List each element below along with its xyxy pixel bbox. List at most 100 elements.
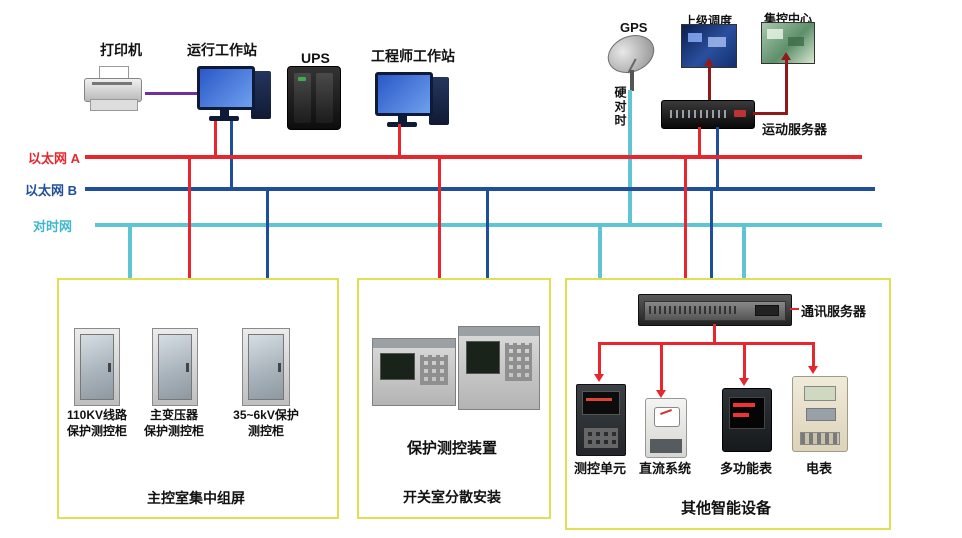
uplink-line-central-control-horizontal xyxy=(753,112,788,115)
meter-terminals xyxy=(800,432,840,445)
drop-dc-system xyxy=(660,342,663,390)
arrow-energy-meter xyxy=(808,366,818,374)
telecontrol-server-label: 运动服务器 xyxy=(762,122,828,137)
left-box-caption: 主控室集中组屏 xyxy=(147,490,245,506)
cabinet-handle xyxy=(278,363,281,372)
dc-system-label: 直流系统 xyxy=(638,461,691,476)
display-digits xyxy=(733,403,755,407)
drop-multifunction-meter xyxy=(743,342,746,380)
comm-server-downlink xyxy=(713,324,716,344)
engineer-ws-drop-ethernet-a xyxy=(398,124,401,156)
monitor-neck xyxy=(220,109,229,116)
gps-pole xyxy=(630,70,634,91)
ethernet-b-bus-label: 以太网 B xyxy=(25,183,78,198)
protection-device-icon xyxy=(372,338,456,406)
ups-led xyxy=(298,77,306,81)
uplink-arrow-superior-dispatch xyxy=(704,58,714,66)
uplink-line-superior-dispatch xyxy=(708,66,711,100)
photo-detail xyxy=(767,29,783,39)
device-buttons xyxy=(584,428,618,448)
middle-box-drop-ethernet-a xyxy=(438,159,441,278)
cabinet-35-6kv-icon xyxy=(242,328,290,406)
device-top-strip xyxy=(373,339,455,348)
rack-led xyxy=(734,110,746,117)
server-port xyxy=(755,305,779,316)
printer-cable-line xyxy=(145,92,197,95)
cabinet-110kv-label: 110KV线路 保护测控柜 xyxy=(66,408,128,438)
comm-server-icon xyxy=(638,294,792,326)
device-distribution-bus xyxy=(598,342,815,345)
ethernet-b-bus-line xyxy=(85,187,875,191)
operator-ws-drop-ethernet-a xyxy=(214,121,217,156)
comm-server-label: 通讯服务器 xyxy=(801,304,867,319)
cabinet-transformer-label: 主变压器 保护测控柜 xyxy=(143,408,204,438)
pc-tower-icon xyxy=(429,77,449,125)
operator-workstation-icon xyxy=(197,66,271,124)
drop-energy-meter xyxy=(812,342,815,368)
arrow-measuring-unit xyxy=(594,374,604,382)
cabinet-transformer-icon xyxy=(152,328,198,406)
left-box-drop-time-net xyxy=(128,227,132,278)
printer-slot xyxy=(92,82,132,85)
photo-detail xyxy=(788,37,804,46)
uplink-arrow-central-control xyxy=(781,52,791,60)
operator-ws-drop-ethernet-b xyxy=(230,121,233,188)
ups-label: UPS xyxy=(301,50,330,66)
measuring-unit-icon xyxy=(576,384,626,456)
photo-detail xyxy=(708,37,726,47)
printer-label: 打印机 xyxy=(100,42,142,58)
dc-system-icon xyxy=(645,398,687,458)
device-screen xyxy=(380,353,415,381)
gps-antenna-icon xyxy=(602,28,660,92)
monitor-base xyxy=(387,122,417,127)
monitor-neck xyxy=(398,115,407,122)
cabinet-35-6kv-label: 35~6kV保护 测控柜 xyxy=(233,408,299,438)
middle-box-caption: 开关室分散安装 xyxy=(403,489,501,505)
display-digits xyxy=(733,413,749,417)
multifunction-meter-icon xyxy=(722,388,772,452)
telecontrol-server-drop-ethernet-a xyxy=(698,127,701,156)
printer-tray xyxy=(90,99,138,111)
measuring-unit-label: 测控单元 xyxy=(573,461,626,476)
right-box-caption: 其他智能设备 xyxy=(680,500,771,517)
device-screen xyxy=(466,341,500,375)
left-box-drop-ethernet-a xyxy=(188,159,191,278)
comm-server-drop-time-net xyxy=(742,227,746,295)
protection-device-label: 保护测控装置 xyxy=(406,440,497,457)
protection-device-icon xyxy=(458,326,540,410)
right-box-drop-time-net xyxy=(598,227,602,278)
energy-meter-label: 电表 xyxy=(805,461,832,476)
monitor-screen xyxy=(375,72,433,116)
device-screen xyxy=(582,391,620,415)
ups-icon xyxy=(287,66,341,130)
ethernet-a-bus-line xyxy=(85,155,862,159)
photo-detail xyxy=(688,33,702,42)
arrow-multifunction-meter xyxy=(739,378,749,386)
engineer-workstation-icon xyxy=(375,72,449,130)
server-vents xyxy=(649,306,739,314)
ethernet-a-bus-label: 以太网 A xyxy=(28,151,81,166)
device-top-strip xyxy=(459,327,539,336)
meter-base xyxy=(650,439,682,453)
arrow-dc-system xyxy=(656,390,666,398)
device-display-line xyxy=(586,398,612,401)
time-net-bus-label: 对时网 xyxy=(33,219,73,234)
cabinet-handle xyxy=(108,363,111,372)
telecontrol-server-icon xyxy=(661,100,755,129)
hard-time-sync-label: 硬对时 xyxy=(613,86,627,128)
left-box-drop-ethernet-b xyxy=(266,191,269,278)
ups-panel xyxy=(294,73,311,123)
middle-box-drop-ethernet-b xyxy=(486,191,489,278)
engineer-workstation-label: 工程师工作站 xyxy=(371,48,455,64)
comm-server-drop-ethernet-a xyxy=(684,159,687,295)
multifunction-meter-label: 多功能表 xyxy=(719,461,772,476)
device-buttons xyxy=(420,355,448,386)
cabinet-handle xyxy=(186,363,189,372)
uplink-line-central-control xyxy=(785,60,788,115)
comm-server-leader-line xyxy=(790,308,799,310)
energy-meter-icon xyxy=(792,376,848,452)
device-buttons xyxy=(504,343,532,381)
monitor-base xyxy=(209,116,239,121)
monitor-screen xyxy=(197,66,255,110)
